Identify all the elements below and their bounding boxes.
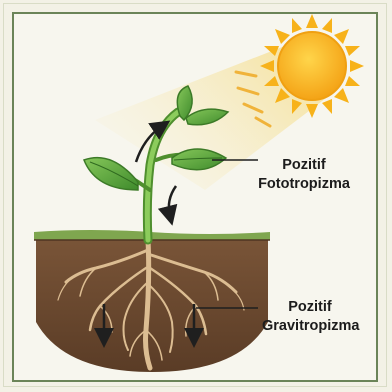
down-arrow-icon xyxy=(169,186,176,216)
gravitropism-label: Pozitif Gravitropizma xyxy=(262,298,358,336)
phototropism-label: Pozitif Fototropizma xyxy=(256,156,352,194)
gravitropism-line2: Gravitropizma xyxy=(262,317,358,336)
phototropism-line1: Pozitif xyxy=(256,156,352,175)
gravitropism-line1: Pozitif xyxy=(262,298,358,317)
phototropism-line2: Fototropizma xyxy=(256,175,352,194)
